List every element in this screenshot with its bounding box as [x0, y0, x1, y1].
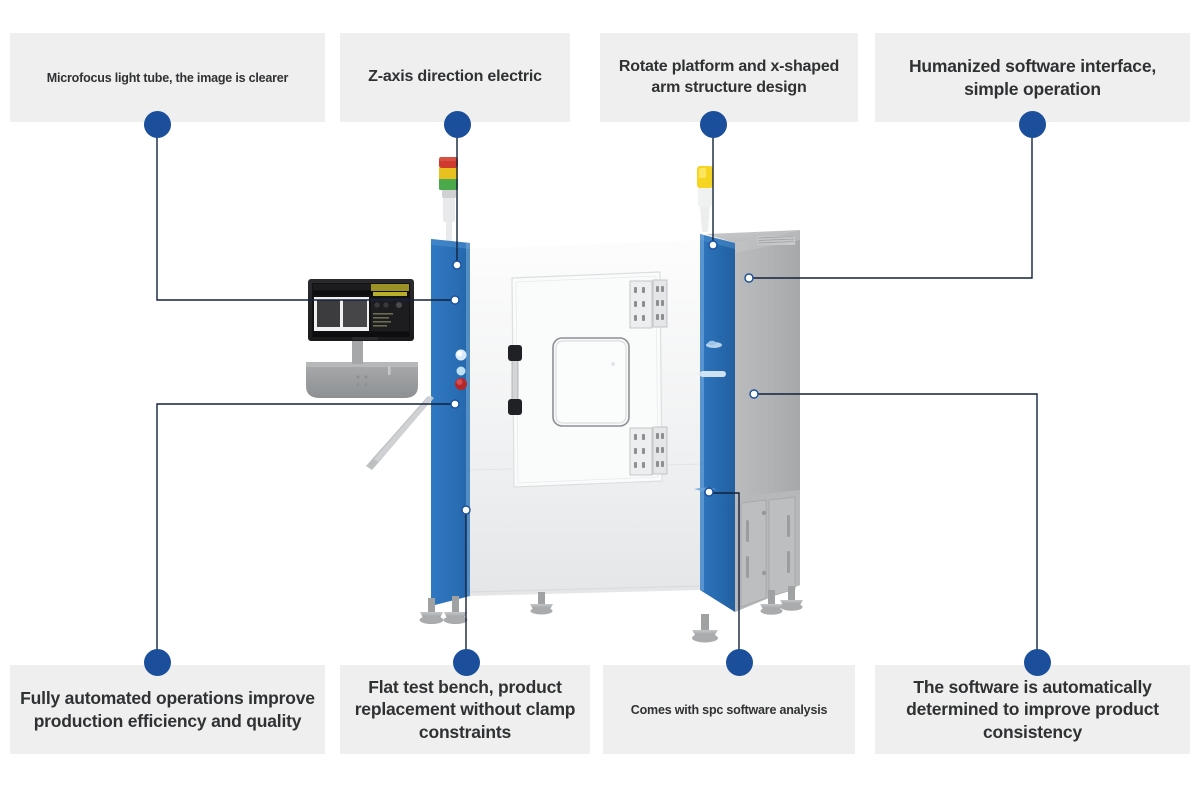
callout-auto-determined-label: The software is automatically determined… — [906, 676, 1159, 742]
callout-dot-microfocus[interactable] — [144, 111, 171, 138]
tri-color-signal-tower — [439, 157, 458, 242]
callout-dot-humanized-software[interactable] — [1019, 111, 1046, 138]
callout-rotate-platform[interactable]: Rotate platform and x-shaped arm structu… — [600, 33, 858, 122]
callout-auto-determined[interactable]: The software is automatically determined… — [875, 665, 1190, 754]
callout-flat-test-bench-label: Flat test bench, product replacement wit… — [354, 676, 576, 742]
door-hinge-upper — [629, 279, 668, 329]
pillar-connectors — [699, 340, 726, 377]
callout-fully-automated[interactable]: Fully automated operations improve produ… — [10, 665, 325, 754]
callout-flat-test-bench[interactable]: Flat test bench, product replacement wit… — [340, 665, 590, 754]
yellow-beacon-light — [697, 166, 713, 232]
callout-dot-z-axis[interactable] — [444, 111, 471, 138]
right-blue-pillar — [694, 234, 735, 612]
keyboard-tray — [306, 362, 418, 398]
callout-dot-flat-test-bench[interactable] — [453, 649, 480, 676]
callout-dot-auto-determined[interactable] — [1024, 649, 1051, 676]
operator-monitor-assembly — [306, 279, 434, 470]
door-handle[interactable] — [508, 345, 522, 415]
callout-dot-spc-software[interactable] — [726, 649, 753, 676]
callout-dot-fully-automated[interactable] — [144, 649, 171, 676]
shielded-access-door[interactable] — [508, 271, 668, 488]
callout-rotate-platform-label: Rotate platform and x-shaped arm structu… — [618, 58, 840, 96]
callout-microfocus-label: Microfocus light tube, the image is clea… — [46, 70, 289, 85]
callout-spc-software-label: Comes with spc software analysis — [630, 702, 828, 717]
callout-dot-rotate-platform[interactable] — [700, 111, 727, 138]
panel-push-buttons[interactable] — [455, 349, 467, 391]
vent-grille — [757, 236, 795, 245]
callout-humanized-software[interactable]: Humanized software interface, simple ope… — [875, 33, 1190, 122]
lead-glass-viewing-window — [552, 337, 630, 427]
callout-z-axis-label: Z-axis direction electric — [368, 68, 542, 86]
callout-spc-software[interactable]: Comes with spc software analysis — [603, 665, 855, 754]
callout-fully-automated-label: Fully automated operations improve produ… — [20, 688, 315, 731]
monitor-screen — [312, 283, 410, 337]
door-hinge-lower — [629, 426, 668, 476]
callout-microfocus[interactable]: Microfocus light tube, the image is clea… — [10, 33, 325, 122]
callout-z-axis[interactable]: Z-axis direction electric — [340, 33, 570, 122]
callout-humanized-software-label: Humanized software interface, simple ope… — [908, 56, 1157, 99]
left-blue-pillar — [431, 239, 470, 606]
